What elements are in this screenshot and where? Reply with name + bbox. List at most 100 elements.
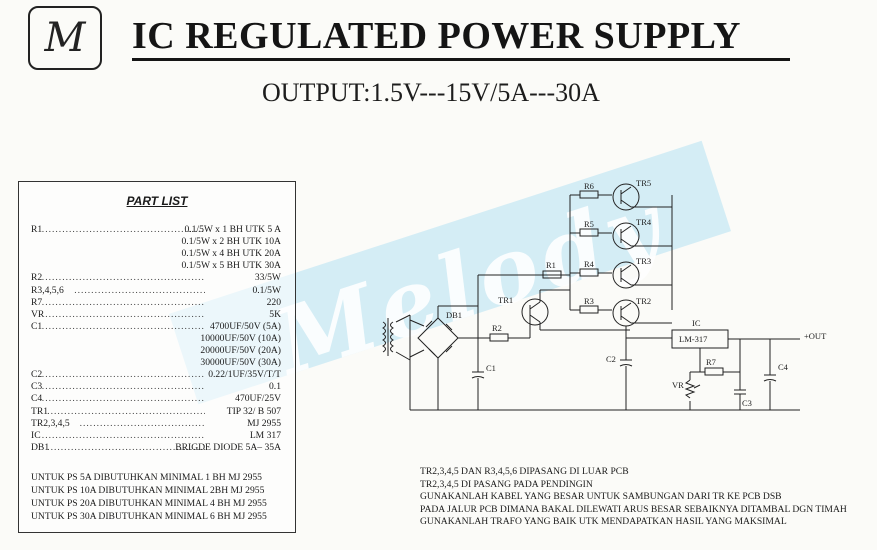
leader-dots: ........................................… [41, 369, 205, 381]
part-value: LM 317 [249, 429, 281, 441]
leader-dots: ........................................… [41, 272, 205, 284]
part-value: 4700UF/50V (5A) [210, 320, 281, 332]
resistor-r6 [570, 190, 612, 199]
label-db1: DB1 [446, 310, 462, 320]
label-r1: R1 [546, 260, 556, 270]
label-tr1: TR1 [498, 295, 513, 305]
label-tr2: TR2 [636, 296, 651, 306]
bridge-rectifier [409, 317, 459, 359]
label-c3: C3 [742, 398, 752, 408]
part-label: R1 [31, 224, 43, 235]
part-label: TR1 [31, 405, 49, 417]
title-underline [132, 58, 790, 61]
part-label: VR [31, 308, 45, 320]
label-tr3: TR3 [636, 256, 651, 266]
part-value: MJ 2955 [247, 417, 281, 429]
part-value: 0.22/1UF/35V/T/T [208, 369, 281, 381]
part-list-note: UNTUK PS 30A DIBUTUHKAN MINIMAL 6 BH MJ … [31, 511, 267, 522]
part-label: R2 [31, 272, 43, 284]
capacitor-c1-plate [471, 376, 485, 379]
part-list-note: UNTUK PS 20A DIBUTUHKAN MINIMAL 4 BH MJ … [31, 498, 267, 509]
label-ic-part: LM-317 [679, 334, 707, 344]
leader-dots: ........................................… [41, 224, 205, 235]
part-label: IC [31, 429, 41, 441]
transistor-tr2 [612, 299, 672, 327]
leader-dots: ........................................… [41, 381, 205, 393]
resistor-r7 [704, 367, 724, 376]
note-line: TR2,3,4,5 DI PASANG PADA PENDINGIN [420, 478, 593, 490]
note-line: GUNAKANLAH KABEL YANG BESAR UNTUK SAMBUN… [420, 491, 782, 503]
label-c1: C1 [486, 363, 496, 373]
label-r5: R5 [584, 219, 594, 229]
part-value: 0.1/5W x 5 BH UTK 30A [181, 260, 282, 272]
resistor-r4 [570, 268, 612, 277]
label-r4: R4 [584, 259, 595, 269]
part-value: 0.1/5W x 1 BH UTK 5 A [184, 224, 281, 235]
part-label: R3,4,5,6 [31, 284, 64, 296]
potentiometer-vr [684, 379, 696, 399]
part-value: BRIGDE DIODE 5A– 35A [175, 441, 281, 453]
leader-dots: ........................................… [41, 393, 205, 405]
part-list-title: PART LIST [126, 194, 188, 208]
part-value: 0.1/5W [252, 284, 281, 296]
label-r6: R6 [584, 181, 594, 191]
label-tr5: TR5 [636, 178, 651, 188]
part-value: 30000UF/50V (30A) [200, 357, 281, 369]
label-ic: IC [692, 318, 701, 328]
part-list-note: UNTUK PS 5A DIBUTUHKAN MINIMAL 1 BH MJ 2… [31, 472, 262, 483]
resistor-r3 [570, 305, 612, 314]
leader-dots: ........................................… [41, 429, 205, 441]
part-value: 5K [269, 308, 281, 320]
notes-block: TR2,3,4,5 DAN R3,4,5,6 DIPASANG DI LUAR … [420, 466, 847, 529]
transformer [382, 314, 411, 361]
resistor-r2 [489, 333, 509, 342]
part-label: DB1 [31, 441, 50, 453]
part-label: C1 [31, 320, 43, 332]
transistor-tr4 [612, 222, 672, 250]
part-value: 0.1 [269, 381, 281, 393]
label-r3: R3 [584, 296, 594, 306]
label-c4: C4 [778, 362, 789, 372]
leader-dots: ........................................… [47, 405, 205, 417]
leader-dots: ........................................… [79, 417, 205, 429]
label-out: +OUT [804, 331, 827, 341]
part-label: R7 [31, 296, 43, 308]
leader-dots: ........................................… [41, 320, 205, 332]
resistor-r5 [570, 228, 612, 237]
note-line: PADA JALUR PCB DIMANA BAKAL DILEWATI ARU… [420, 503, 847, 515]
part-value: 0.1/5W x 2 BH UTK 10A [181, 236, 282, 248]
leader-dots: ........................................… [74, 284, 205, 296]
part-label: C2 [31, 369, 43, 381]
part-label: TR2,3,4,5 [31, 417, 70, 429]
transistor-tr1 [521, 298, 549, 326]
transistor-tr5 [612, 183, 672, 211]
leader-dots: ........................................… [41, 308, 205, 320]
leader-dots: ........................................… [41, 296, 205, 308]
part-value: 33/5W [254, 272, 281, 284]
part-value: 0.1/5W x 4 BH UTK 20A [181, 248, 282, 260]
resistor-r1 [542, 270, 562, 279]
part-value: 10000UF/50V (10A) [200, 332, 281, 344]
page-title: IC REGULATED POWER SUPPLY [132, 15, 741, 57]
capacitor-c2-plate [619, 364, 633, 367]
logo: M [28, 6, 102, 70]
label-c2: C2 [606, 354, 616, 364]
label-r7: R7 [706, 357, 716, 367]
part-label: C3 [31, 381, 43, 393]
part-value: 220 [266, 296, 281, 308]
transistor-tr3 [612, 261, 672, 289]
part-list-note: UNTUK PS 10A DIBUTUHKAN MINIMAL 2BH MJ 2… [31, 485, 265, 496]
label-r2: R2 [492, 323, 502, 333]
label-vr: VR [672, 380, 684, 390]
note-line: GUNAKANLAH TRAFO YANG BAIK UTK MENDAPATK… [420, 516, 787, 528]
page-subtitle: OUTPUT:1.5V---15V/5A---30A [262, 78, 600, 107]
part-list-box: PART LIST R1............................… [18, 181, 296, 533]
part-label: C4 [31, 393, 43, 405]
label-tr4: TR4 [636, 217, 652, 227]
part-value: TIP 32/ B 507 [226, 405, 281, 417]
part-value: 20000UF/50V (20A) [200, 345, 281, 356]
logo-letter: M [44, 15, 86, 61]
leader-dots: ........................................… [47, 441, 205, 453]
note-line: TR2,3,4,5 DAN R3,4,5,6 DIPASANG DI LUAR … [420, 466, 629, 477]
